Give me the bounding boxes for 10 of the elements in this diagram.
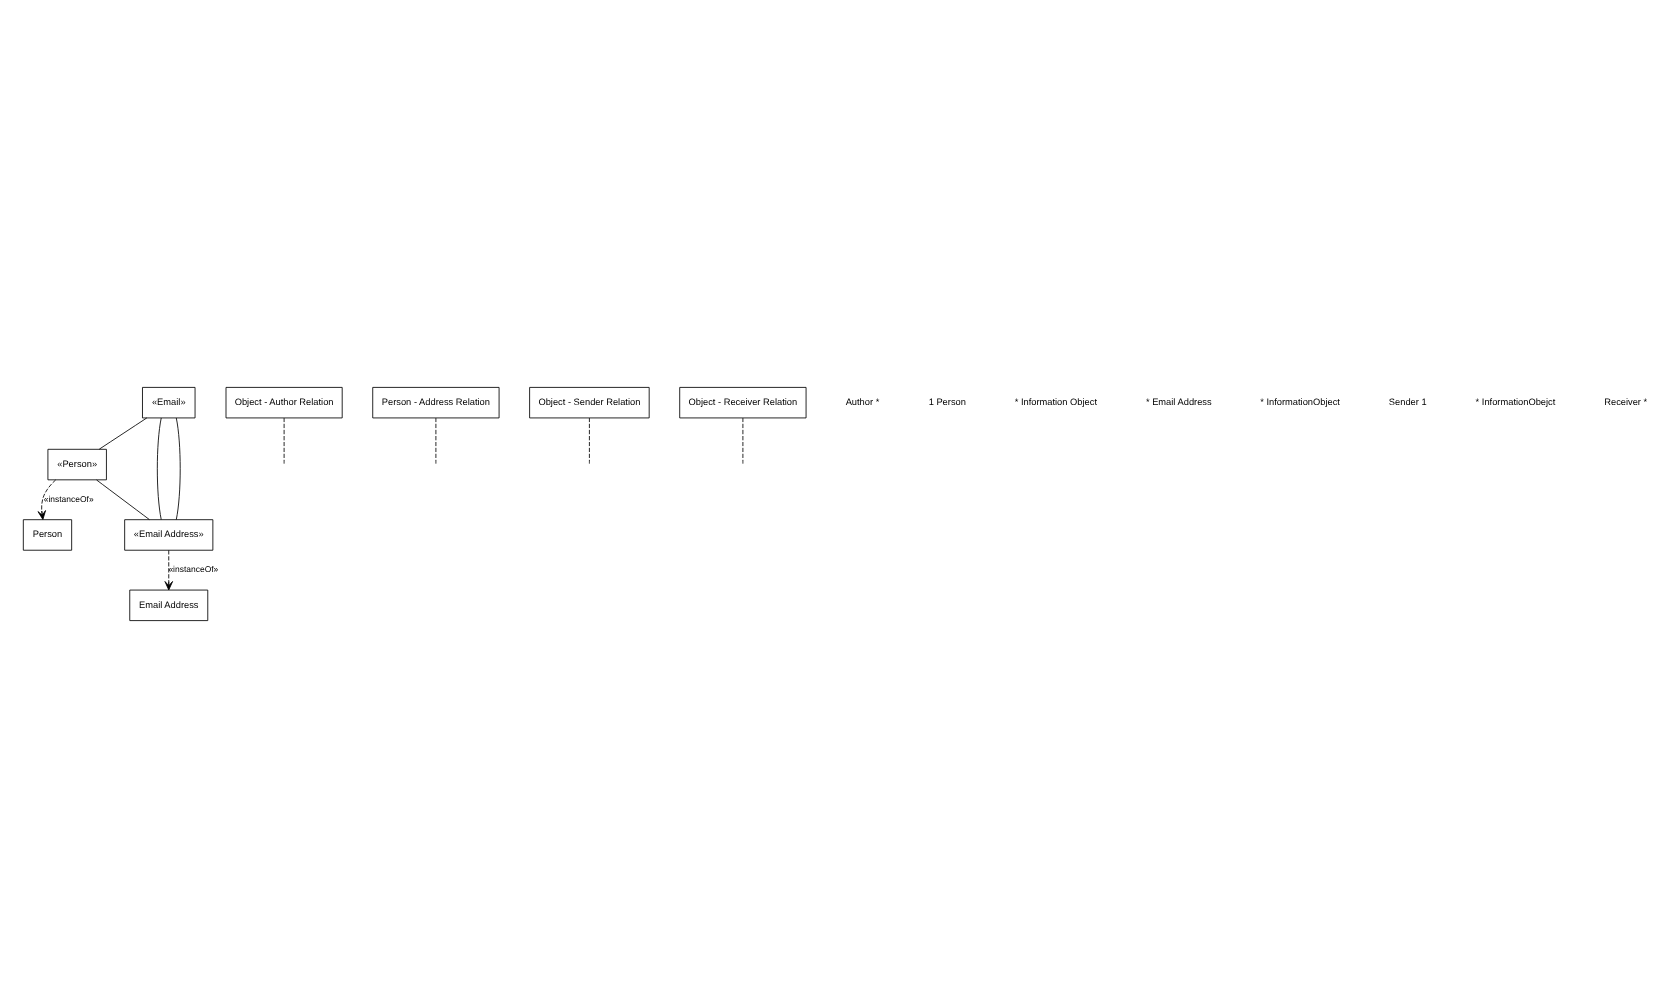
arrow — [164, 549, 173, 591]
connector — [98, 417, 148, 450]
arrow — [37, 479, 57, 520]
connector — [156, 417, 162, 520]
connector — [283, 417, 285, 465]
connector — [742, 417, 744, 465]
connector — [435, 417, 437, 465]
connector — [175, 417, 181, 520]
connector — [96, 479, 150, 520]
connector — [588, 417, 590, 465]
